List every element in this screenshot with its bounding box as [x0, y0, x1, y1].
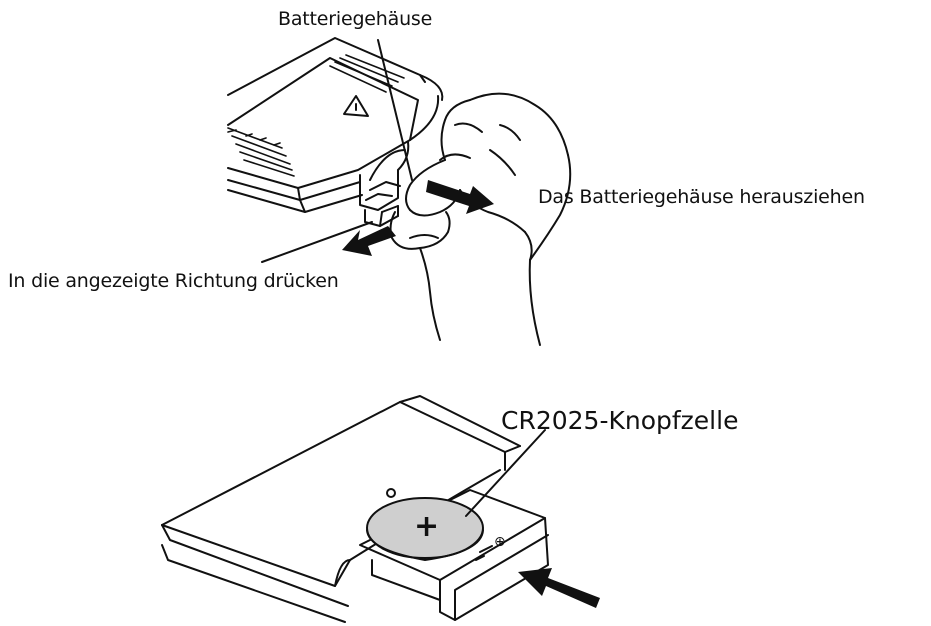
- battery-housing-label: Batteriegehäuse: [278, 8, 433, 30]
- press-direction-arrow-icon: [342, 226, 396, 256]
- battery-tray-top: [359, 141, 410, 227]
- hand-drawing: [389, 92, 572, 346]
- bottom-illustration: [161, 395, 549, 623]
- leader-line-press: [261, 221, 373, 263]
- insert-direction-arrow-icon: [518, 568, 600, 608]
- leader-line-housing: [377, 39, 413, 181]
- tray-plus-symbol: ⊕: [494, 534, 506, 550]
- remote-control-top: [227, 37, 444, 213]
- battery-tray-bottom: [359, 489, 549, 621]
- top-illustration: [227, 37, 572, 346]
- pull-direction-arrow-icon: [426, 180, 494, 214]
- warning-triangle-icon: [343, 95, 369, 117]
- coin-cell-label: CR2025-Knopfzelle: [501, 406, 739, 435]
- indicator-dot: [386, 488, 396, 498]
- coin-cell-battery: [366, 497, 484, 559]
- leader-line-cell: [465, 429, 546, 517]
- battery-plus-symbol: +: [414, 509, 439, 544]
- pull-out-instruction: Das Batteriegehäuse herausziehen: [538, 186, 865, 208]
- press-direction-instruction: In die angezeigte Richtung drücken: [8, 270, 339, 292]
